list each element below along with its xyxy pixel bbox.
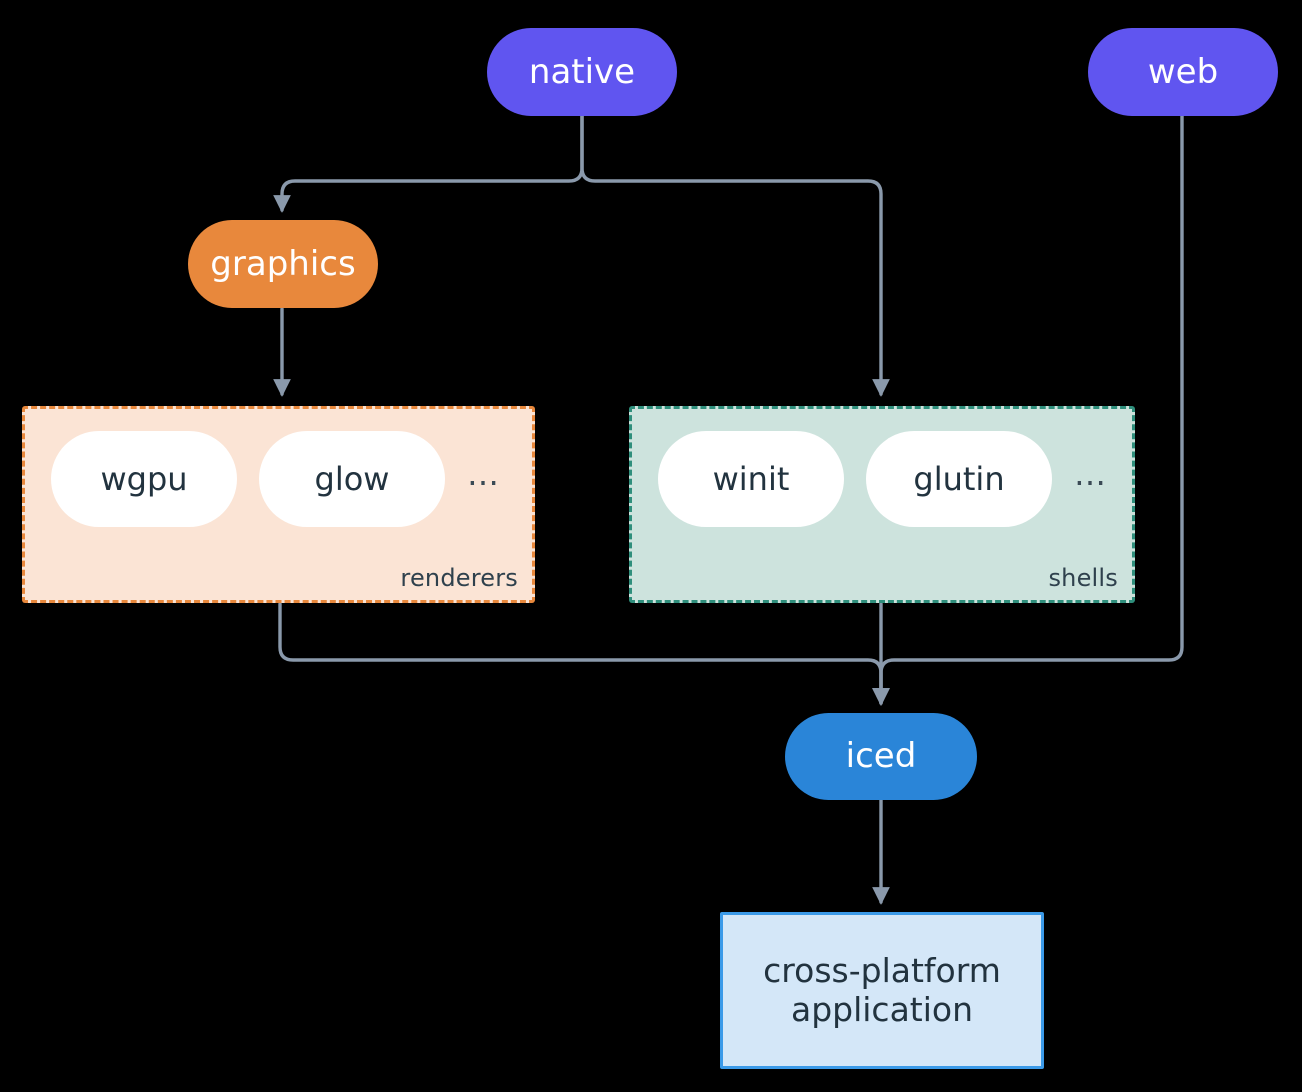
leaf-glutin[interactable]: glutin [866, 431, 1052, 527]
shells-more-ellipsis: … [1074, 455, 1106, 493]
leaf-winit[interactable]: winit [658, 431, 844, 527]
application-label-line2: application [790, 989, 974, 1029]
leaf-wgpu[interactable]: wgpu [51, 431, 237, 527]
node-web-label: web [1147, 51, 1219, 92]
leaf-wgpu-label: wgpu [100, 460, 188, 498]
shells-item-row: winit glutin … [632, 431, 1106, 527]
edge-renderers-to-iced [278, 602, 890, 706]
leaf-glutin-label: glutin [913, 460, 1005, 498]
node-cross-platform-application[interactable]: cross-platform application [720, 912, 1044, 1069]
leaf-glow-label: glow [314, 460, 390, 498]
cluster-shells-label: shells [1048, 564, 1118, 592]
node-graphics-label: graphics [210, 243, 356, 284]
application-label-line1: cross-platform [763, 950, 1001, 990]
node-iced-label: iced [845, 736, 917, 777]
renderers-item-row: wgpu glow … [25, 431, 499, 527]
leaf-winit-label: winit [712, 460, 790, 498]
cluster-renderers-label: renderers [400, 564, 518, 592]
edge-native-to-graphics [273, 114, 584, 213]
node-native-label: native [528, 51, 636, 92]
node-iced[interactable]: iced [785, 713, 977, 800]
edge-native-to-shells [580, 114, 890, 397]
renderers-more-ellipsis: … [467, 455, 499, 493]
node-native[interactable]: native [487, 28, 677, 116]
node-graphics[interactable]: graphics [188, 220, 378, 308]
cluster-renderers[interactable]: wgpu glow … renderers [22, 406, 535, 603]
cluster-shells[interactable]: winit glutin … shells [629, 406, 1135, 603]
node-web[interactable]: web [1088, 28, 1278, 116]
leaf-glow[interactable]: glow [259, 431, 445, 527]
